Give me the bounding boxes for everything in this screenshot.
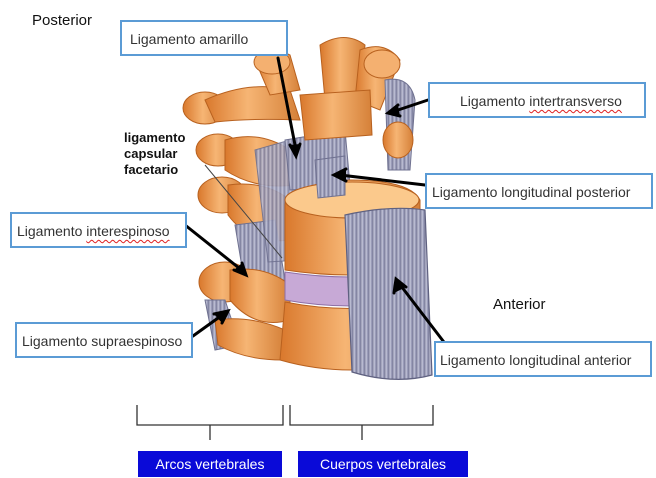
capsular-line-3: facetario	[124, 162, 185, 178]
label-ligamento-longitudinal-posterior: Ligamento longitudinal posterior	[425, 173, 653, 209]
label-ligamento-intertransverso: Ligamento intertransverso	[428, 82, 646, 118]
label-text-term: interespinoso	[86, 223, 169, 239]
group-braces	[137, 405, 433, 440]
label-ligamento-supraespinoso: Ligamento supraespinoso	[15, 322, 193, 358]
label-text-prefix: Ligamento	[460, 93, 529, 109]
anterior-label: Anterior	[493, 296, 546, 313]
label-text-term: intertransverso	[529, 93, 622, 109]
label-ligamento-interespinoso: Ligamento interespinoso	[10, 212, 187, 248]
posterior-label: Posterior	[32, 12, 92, 29]
label-ligamento-capsular-facetario: ligamento capsular facetario	[124, 130, 185, 178]
label-ligamento-amarillo: Ligamento amarillo	[120, 20, 288, 56]
label-text-prefix: Ligamento	[17, 223, 86, 239]
label-ligamento-longitudinal-anterior: Ligamento longitudinal anterior	[434, 341, 652, 377]
vertebral-bodies	[280, 156, 432, 379]
label-text: Ligamento supraespinoso	[22, 333, 182, 349]
label-text: Ligamento longitudinal anterior	[440, 352, 631, 368]
capsular-line-1: ligamento	[124, 130, 185, 146]
label-text: Ligamento longitudinal posterior	[432, 184, 630, 200]
group-cuerpos-vertebrales: Cuerpos vertebrales	[298, 451, 468, 477]
label-text: Ligamento amarillo	[130, 31, 248, 47]
capsular-line-2: capsular	[124, 146, 185, 162]
group-arcos-vertebrales: Arcos vertebrales	[138, 451, 282, 477]
